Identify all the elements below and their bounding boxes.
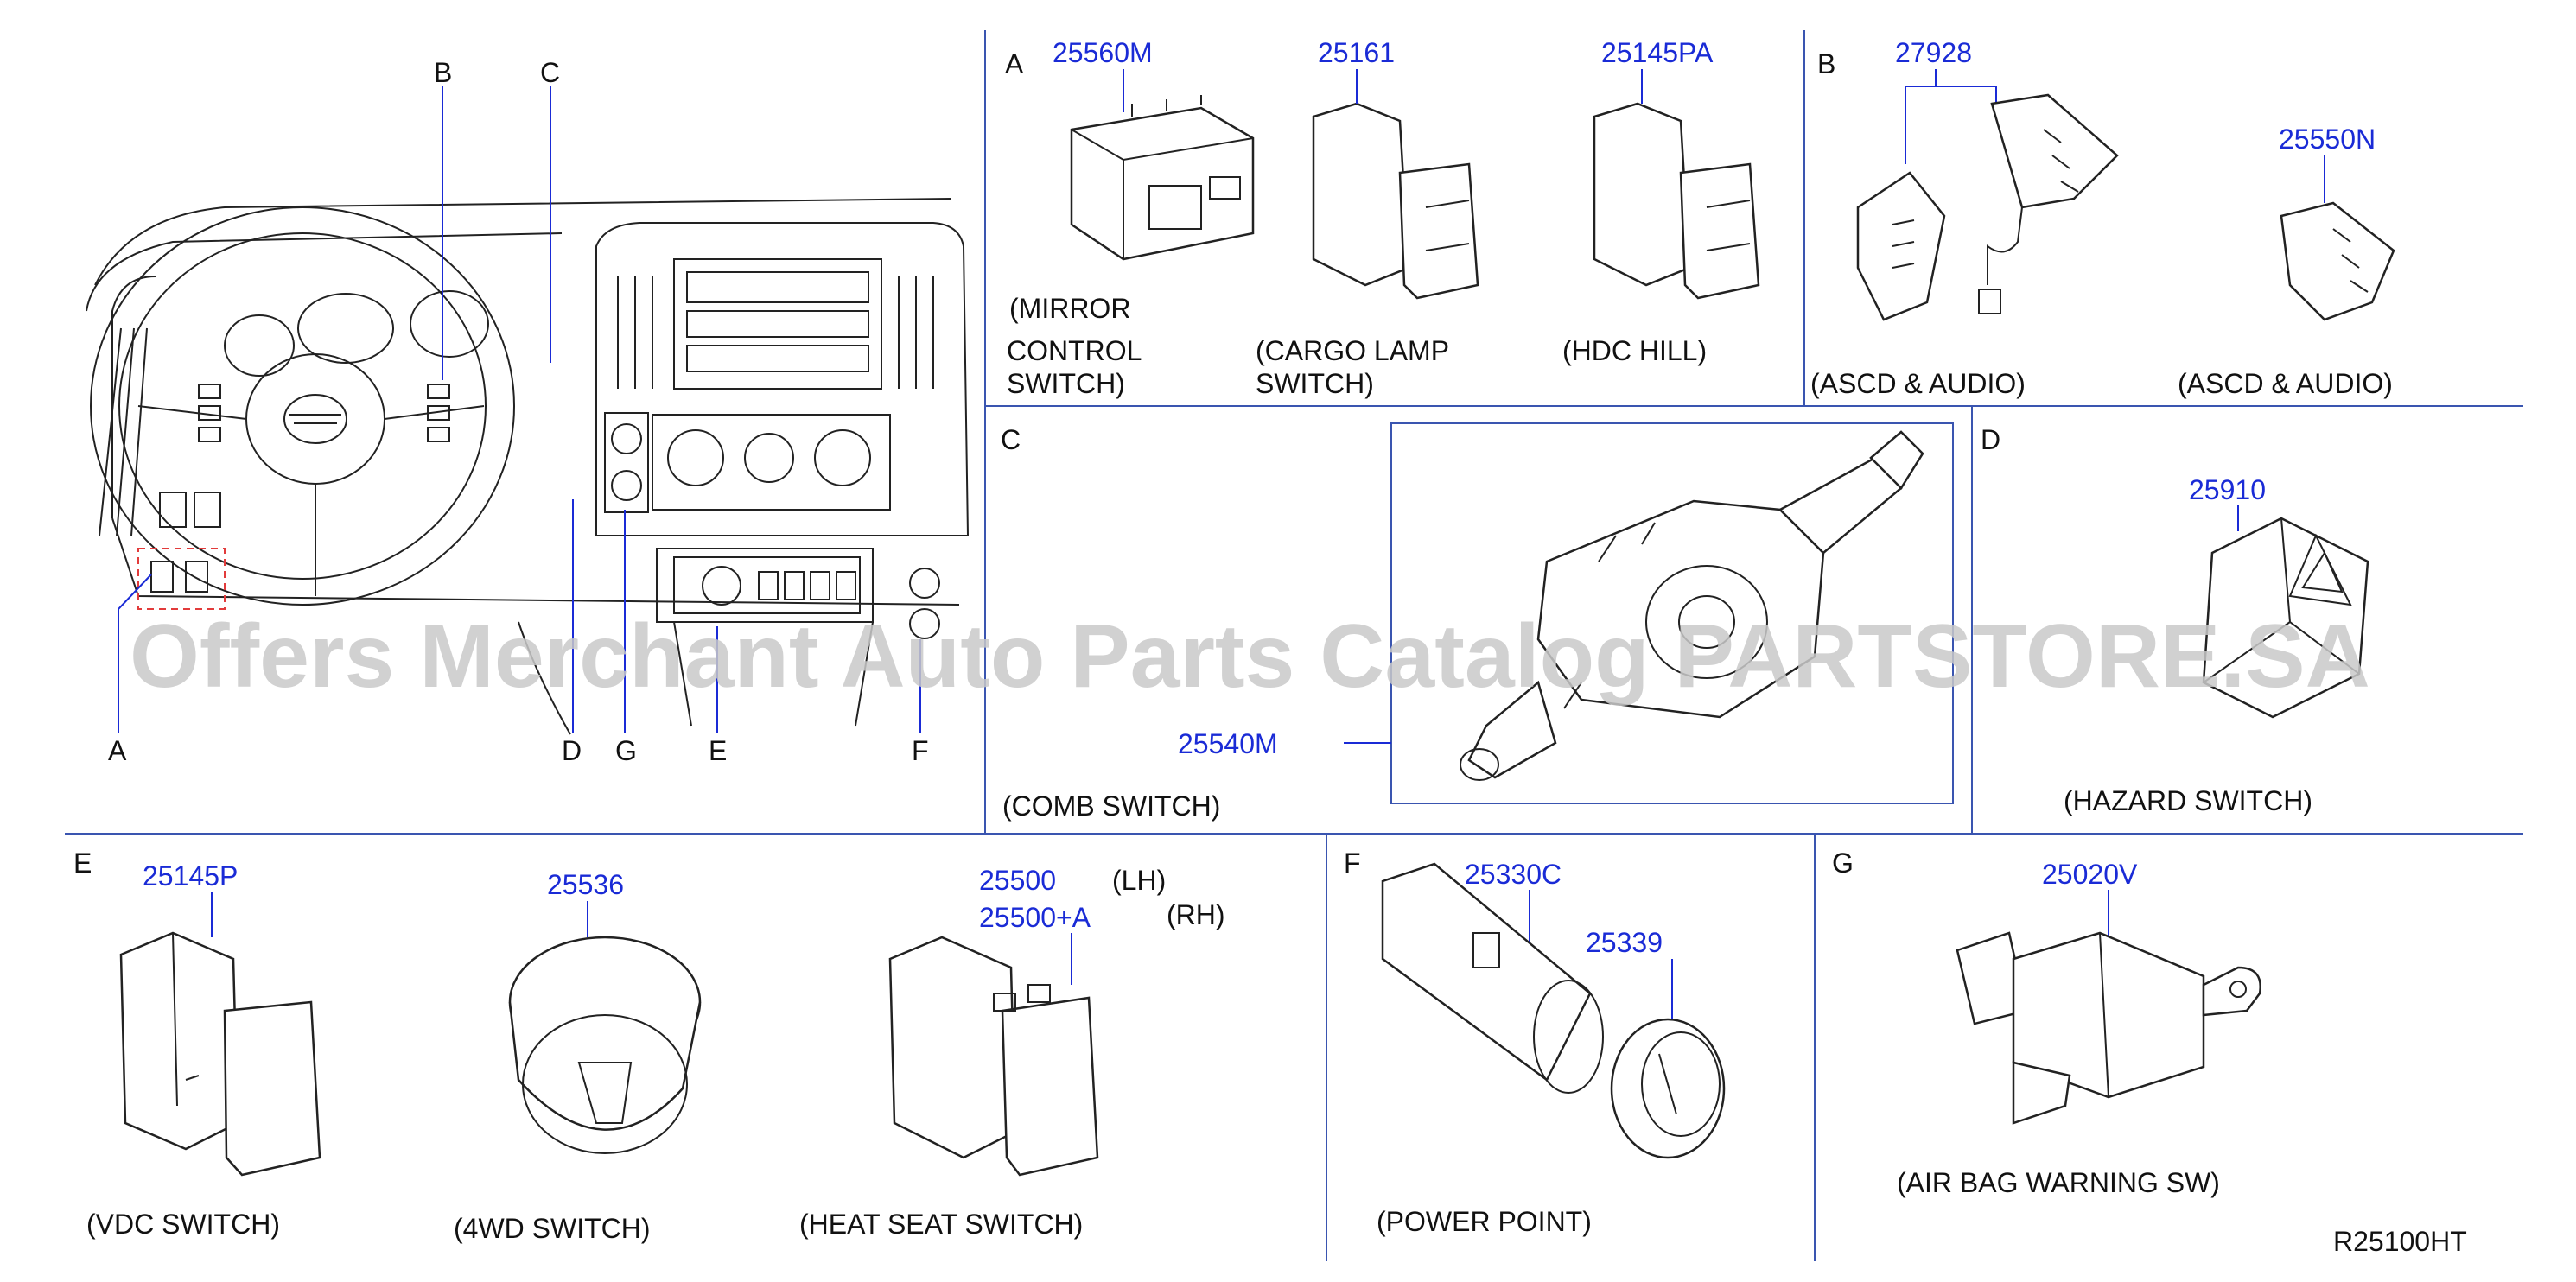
overview-callout-g: G	[615, 735, 637, 766]
part-number-25161[interactable]: 25161	[1318, 37, 1395, 68]
section-g-letter: G	[1832, 847, 1854, 879]
cargo-caption-line-1: (CARGO LAMP	[1256, 335, 1449, 366]
section-a: A 25560M (MIRROR CONTROL SWITCH) 25161 (…	[1005, 37, 1760, 399]
4wd-switch-caption: (4WD SWITCH)	[454, 1213, 651, 1244]
part-number-25145p[interactable]: 25145P	[143, 860, 238, 892]
section-e: E 25145P (VDC SWITCH) 25536 (4WD SWITCH)…	[73, 847, 1225, 1244]
hazard-switch-drawing	[2202, 517, 2369, 719]
power-point-socket-drawing	[1381, 862, 1604, 1094]
power-point-caption: (POWER POINT)	[1377, 1206, 1592, 1237]
section-f-letter: F	[1344, 847, 1361, 879]
section-c: C 25540M (COMB SWITCH)	[1001, 422, 1954, 822]
cargo-caption-line-2: SWITCH)	[1256, 368, 1374, 399]
section-f: F 25330C 25339 (POWER POINT)	[1344, 847, 1726, 1237]
section-g: G 25020V (AIR BAG WARNING SW)	[1832, 847, 2261, 1198]
section-d-letter: D	[1981, 424, 2000, 455]
part-side-rh: (RH)	[1167, 899, 1225, 930]
part-number-25145pa[interactable]: 25145PA	[1601, 37, 1714, 68]
watermark-text: Offers Merchant Auto Parts Catalog PARTS…	[130, 606, 2370, 707]
part-number-25500[interactable]: 25500	[979, 865, 1056, 896]
section-b-letter: B	[1817, 48, 1835, 79]
steering-switch-pair-drawing	[1856, 93, 2119, 321]
part-side-lh: (LH)	[1112, 865, 1166, 896]
heat-seat-switch-drawing	[888, 936, 1099, 1177]
dashboard-overview-illustration	[86, 86, 970, 735]
part-number-27928[interactable]: 27928	[1895, 37, 1972, 68]
overview-callout-d: D	[562, 735, 582, 766]
hdc-caption-line-1: (HDC HILL)	[1562, 335, 1707, 366]
cargo-lamp-switch-drawing	[1312, 102, 1479, 300]
section-e-letter: E	[73, 847, 92, 879]
overview-callout-e: E	[709, 735, 727, 766]
section-d: D 25910 (HAZARD SWITCH)	[1981, 424, 2369, 816]
part-number-25020v[interactable]: 25020V	[2042, 859, 2138, 890]
part-number-25910[interactable]: 25910	[2189, 474, 2266, 505]
vdc-switch-drawing	[119, 931, 321, 1177]
power-point-cap-drawing	[1610, 1018, 1726, 1159]
part-number-25540m[interactable]: 25540M	[1178, 728, 1278, 759]
mirror-control-switch-drawing	[1070, 95, 1255, 261]
vdc-switch-caption: (VDC SWITCH)	[86, 1209, 280, 1240]
hazard-switch-caption: (HAZARD SWITCH)	[2064, 785, 2312, 816]
steering-switch-single-drawing	[2280, 201, 2395, 321]
heat-seat-switch-caption: (HEAT SEAT SWITCH)	[799, 1209, 1083, 1240]
part-number-25560m[interactable]: 25560M	[1053, 37, 1153, 68]
section-a-letter: A	[1005, 48, 1024, 79]
part-number-25330c[interactable]: 25330C	[1465, 859, 1562, 890]
asc-audio-caption-1: (ASCD & AUDIO)	[1810, 368, 2026, 399]
air-bag-warning-caption: (AIR BAG WARNING SW)	[1897, 1167, 2220, 1198]
drawing-id: R25100HT	[2333, 1226, 2467, 1257]
air-bag-warning-switch-drawing	[1956, 931, 2261, 1125]
mirror-caption-line-1: (MIRROR	[1009, 293, 1130, 324]
part-number-25550n[interactable]: 25550N	[2279, 124, 2376, 155]
part-number-25500-a[interactable]: 25500+A	[979, 902, 1091, 933]
overview-callout-f: F	[912, 735, 929, 766]
hdc-hill-switch-drawing	[1593, 102, 1760, 300]
comb-switch-caption: (COMB SWITCH)	[1002, 790, 1220, 822]
combination-switch-drawing	[1460, 430, 1924, 781]
part-number-25536[interactable]: 25536	[547, 869, 624, 900]
part-number-25339[interactable]: 25339	[1586, 927, 1663, 958]
mirror-caption-line-3: SWITCH)	[1007, 368, 1125, 399]
overview-callout-c: C	[540, 57, 560, 88]
asc-audio-caption-2: (ASCD & AUDIO)	[2178, 368, 2393, 399]
mirror-caption-line-2: CONTROL	[1007, 335, 1142, 366]
4wd-switch-drawing	[508, 936, 702, 1154]
section-frame-lines	[65, 30, 2523, 1261]
overview-callout-b: B	[434, 57, 452, 88]
section-b: B 27928 (ASCD & AUDIO) 25550N (ASCD & AU…	[1810, 37, 2395, 399]
overview-callout-a: A	[108, 735, 127, 766]
section-c-letter: C	[1001, 424, 1021, 455]
